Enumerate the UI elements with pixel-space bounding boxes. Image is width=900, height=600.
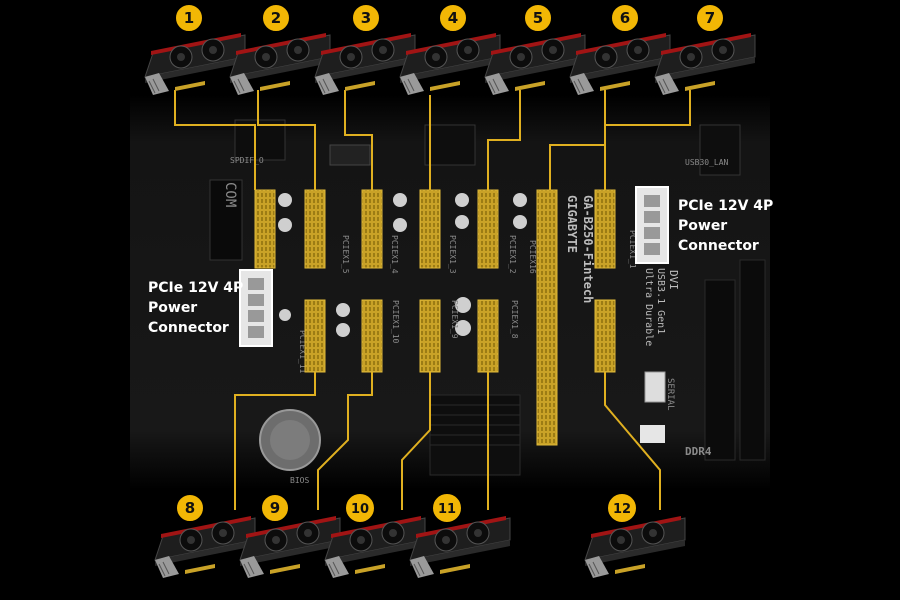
label-bios: BIOS: [290, 476, 309, 485]
label-pciex1_2: PCIEX1_2: [508, 235, 517, 274]
slot-pciex1-9: [419, 299, 441, 373]
badge-6: 6: [620, 9, 630, 27]
connector-lines: [174, 90, 691, 510]
slot-pciex1-5: [254, 189, 276, 269]
label-com: COM: [222, 182, 238, 207]
label-pciex1_11: PCIEX1_11: [298, 330, 307, 374]
label-pciex1_4: PCIEX1_4: [390, 235, 399, 274]
badge-3: 3: [361, 9, 371, 27]
slot-pciex1-10: [361, 299, 383, 373]
slot-pciex1-4: [304, 189, 326, 269]
slot-pciex16: [536, 189, 558, 446]
label-pciex1_10: PCIEX1_10: [391, 300, 400, 344]
slot-pciex1-2: [419, 189, 441, 269]
badge-9: 9: [270, 499, 280, 517]
label-ddr4: DDR4: [685, 445, 712, 458]
power-connectors: [239, 186, 669, 347]
badge-2: 2: [271, 9, 281, 27]
badge-5: 5: [533, 9, 543, 27]
label-ultra-durable: Ultra Durable: [643, 268, 654, 346]
label-serial: SERIAL: [665, 378, 675, 411]
slot-pciex1-1b: [477, 189, 499, 269]
slot-pciex1-8: [477, 299, 499, 373]
gpu-cards-top: [144, 32, 756, 96]
silkscreen-labels: PCIEX1_5 PCIEX1_4 PCIEX1_3 PCIEX1_2 PCIE…: [222, 156, 729, 485]
number-badges: 1 2 3 4 5 6 7 8 9 10 11 12: [174, 3, 725, 524]
label-model: GA-B250-Fintech: [581, 195, 595, 303]
board-details: [209, 119, 766, 476]
badge-7: 7: [705, 9, 715, 27]
label-pciex1_1: PCIEX1_1: [628, 230, 637, 269]
badge-11: 11: [438, 502, 456, 517]
label-brand: GIGABYTE: [565, 195, 579, 253]
slot-pciex1-12: [594, 299, 616, 373]
label-spdif: SPDIF_O: [230, 156, 264, 165]
badge-12: 12: [613, 502, 631, 517]
pcie-slots: [254, 189, 616, 446]
label-usb31: USB3.1 Gen1: [655, 268, 666, 334]
badge-4: 4: [448, 9, 458, 27]
badge-10: 10: [351, 502, 369, 517]
badge-8: 8: [185, 499, 195, 517]
power-connector-right: [635, 186, 669, 264]
label-pciex1_3: PCIEX1_3: [448, 235, 457, 274]
power-connector-label-left: PCIe 12V 4P Power Connector: [148, 280, 244, 336]
power-connector-left: [239, 269, 273, 347]
label-pciex16: PCIEX16: [528, 240, 537, 274]
label-usb30-lan: USB30_LAN: [685, 158, 729, 167]
slot-pciex1-1: [594, 189, 616, 269]
label-pciex1_8: PCIEX1_8: [510, 300, 519, 339]
slot-pciex1-3: [361, 189, 383, 269]
slot-pciex1-11: [304, 299, 326, 373]
label-dvi: DVI: [667, 270, 680, 290]
badge-1: 1: [184, 9, 194, 27]
label-pciex1_5: PCIEX1_5: [341, 235, 350, 274]
power-connector-label-right: PCIe 12V 4P Power Connector: [678, 198, 774, 254]
label-pciex1_9: PCIEX1_9: [450, 300, 459, 339]
